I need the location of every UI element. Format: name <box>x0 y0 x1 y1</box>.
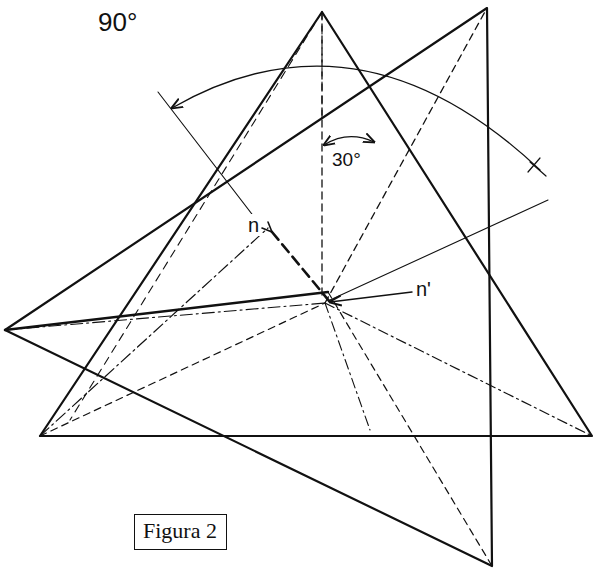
vector-label: n' <box>414 278 433 300</box>
hidden-edge <box>40 228 268 436</box>
hidden-edge <box>325 303 370 430</box>
hidden-edge <box>328 292 492 566</box>
tetrahedron-edge <box>5 8 492 566</box>
arc-tick <box>528 158 546 176</box>
angle-arc <box>172 66 540 170</box>
angle-label: 90° <box>96 8 139 37</box>
normal-axis <box>330 200 548 300</box>
figure-caption-box: Figura 2 <box>134 514 227 550</box>
tetrahedron-edge <box>40 12 592 436</box>
vector-label: n <box>246 214 261 236</box>
hidden-edge <box>325 8 487 303</box>
hidden-edge <box>325 303 592 436</box>
hidden-edge <box>5 303 325 330</box>
angle-arc <box>324 137 374 145</box>
caption-text: Figura 2 <box>143 519 217 543</box>
hidden-edge <box>70 12 322 420</box>
normal-axis <box>158 92 258 222</box>
normal-tip <box>262 222 272 232</box>
angle-label: 30° <box>330 150 363 171</box>
normal-vector <box>272 232 330 302</box>
normal-arrow <box>330 292 412 302</box>
